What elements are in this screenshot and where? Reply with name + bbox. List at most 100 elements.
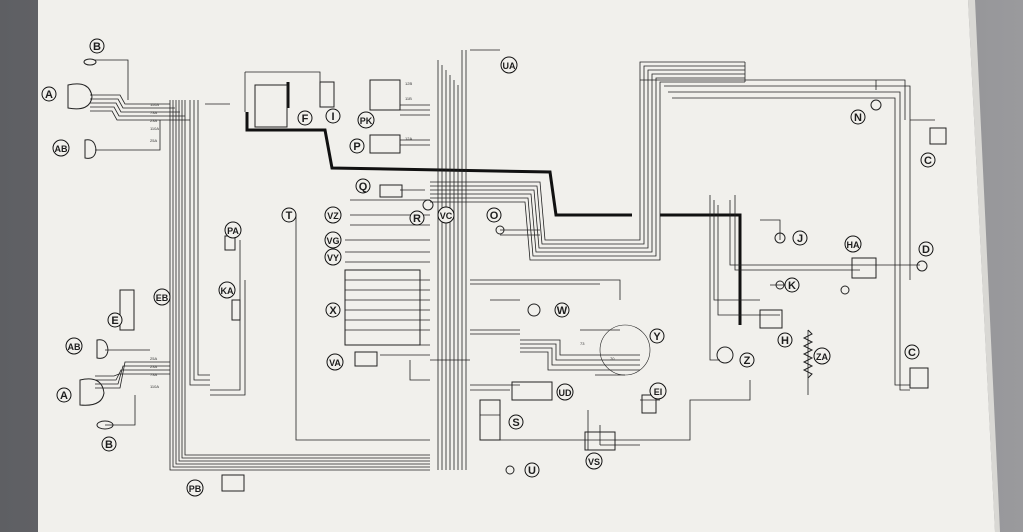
label-UA: UA — [500, 56, 518, 74]
label-X: X — [325, 302, 341, 318]
svg-text:VG: VG — [326, 236, 339, 246]
svg-text:B: B — [93, 41, 101, 53]
label-B-bot: B — [101, 436, 117, 452]
component-C-top — [929, 127, 947, 145]
label-VA: VA — [326, 353, 344, 371]
component-KA — [231, 299, 241, 321]
svg-text:K: K — [788, 280, 796, 292]
svg-text:73A: 73A — [150, 110, 157, 115]
label-AB-top: AB — [52, 139, 70, 157]
component-VS — [584, 431, 616, 451]
label-Q: Q — [355, 178, 371, 194]
label-A-bot: A — [56, 387, 72, 403]
switch-block — [344, 269, 421, 346]
svg-text:KA: KA — [221, 286, 234, 296]
svg-text:110A: 110A — [150, 102, 159, 107]
svg-text:I: I — [331, 111, 334, 123]
svg-text:110A: 110A — [150, 126, 159, 131]
label-A-top: A — [41, 86, 57, 102]
component-C-bot — [909, 367, 929, 389]
gauge-Y — [599, 324, 651, 376]
svg-text:UA: UA — [503, 61, 516, 71]
component-Q — [379, 184, 403, 198]
svg-text:PA: PA — [227, 226, 239, 236]
svg-text:12B: 12B — [405, 81, 412, 86]
svg-text:J: J — [797, 233, 803, 245]
component-Z — [716, 346, 734, 364]
svg-text:VS: VS — [588, 457, 600, 467]
label-VC: VC — [437, 206, 455, 224]
label-EB: EB — [153, 288, 171, 306]
label-PB: PB — [186, 479, 204, 497]
component-UD — [511, 381, 553, 401]
svg-text:E: E — [111, 315, 118, 327]
component-EI — [641, 394, 657, 414]
label-T: T — [281, 207, 297, 223]
label-D: D — [918, 241, 934, 257]
svg-text:PB: PB — [189, 484, 202, 494]
resistor-ZA — [802, 329, 814, 379]
svg-text:UD: UD — [559, 388, 572, 398]
svg-text:S: S — [512, 417, 519, 429]
horn-bottom — [96, 420, 114, 430]
svg-text:25A: 25A — [150, 138, 157, 143]
svg-text:ZA: ZA — [816, 352, 828, 362]
svg-text:25A: 25A — [150, 356, 157, 361]
svg-text:C: C — [924, 155, 932, 167]
label-K: K — [784, 277, 800, 293]
fuse-F — [254, 84, 288, 128]
svg-text:VC: VC — [440, 211, 453, 221]
label-VG: VG — [324, 231, 342, 249]
component-D — [916, 260, 928, 272]
component-N — [870, 99, 882, 111]
component-H — [759, 309, 783, 329]
component-HA — [851, 257, 877, 279]
svg-text:C: C — [908, 347, 916, 359]
svg-text:Z: Z — [744, 355, 751, 367]
component-K — [775, 280, 785, 290]
label-B-top: B — [89, 38, 105, 54]
component-W — [527, 303, 541, 317]
side-lamp-bottom — [96, 339, 109, 359]
label-W: W — [554, 302, 570, 318]
svg-text:73A: 73A — [150, 372, 157, 377]
component-O — [495, 225, 505, 235]
label-ZA: ZA — [813, 347, 831, 365]
component-earth — [840, 285, 850, 295]
label-R: R — [409, 210, 425, 226]
svg-text:F: F — [302, 113, 309, 125]
svg-text:O: O — [490, 210, 499, 222]
label-UD: UD — [556, 383, 574, 401]
label-C-bot: C — [904, 344, 920, 360]
svg-text:VY: VY — [327, 253, 339, 263]
label-PA: PA — [224, 221, 242, 239]
svg-text:B: B — [105, 439, 113, 451]
svg-text:23A: 23A — [150, 364, 157, 369]
label-S: S — [508, 414, 524, 430]
label-H: H — [777, 332, 793, 348]
label-O: O — [486, 207, 502, 223]
component-U — [505, 465, 515, 475]
svg-text:P: P — [353, 141, 360, 153]
svg-text:VA: VA — [329, 358, 341, 368]
svg-text:A: A — [60, 390, 68, 402]
main-thick-wire — [245, 82, 742, 325]
svg-text:Y: Y — [653, 331, 661, 343]
svg-text:VZ: VZ — [327, 211, 339, 221]
headlamp-top — [67, 83, 93, 110]
component-VA — [354, 351, 378, 367]
svg-text:A: A — [45, 89, 53, 101]
svg-text:EB: EB — [156, 293, 169, 303]
svg-text:PK: PK — [360, 116, 373, 126]
label-Y: Y — [649, 328, 665, 344]
svg-text:W: W — [557, 305, 568, 317]
svg-text:110A: 110A — [150, 384, 159, 389]
wire-codes: 110A 73A 23A 110A 25A 25A 23A 73A 110A 1… — [150, 81, 615, 389]
svg-text:X: X — [329, 305, 337, 317]
label-VY: VY — [324, 248, 342, 266]
svg-text:12A: 12A — [405, 136, 412, 141]
svg-text:N: N — [854, 112, 862, 124]
component-J — [774, 232, 786, 244]
component-E — [119, 289, 135, 331]
